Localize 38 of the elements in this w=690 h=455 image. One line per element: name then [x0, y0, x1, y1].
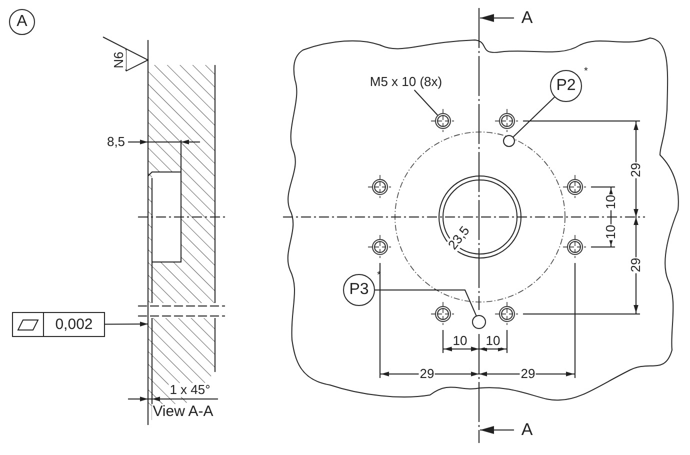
pin-hole	[503, 135, 515, 147]
threaded-hole	[499, 113, 515, 129]
dimension-value: 29	[629, 256, 643, 274]
callout-text: P3	[349, 281, 369, 299]
view-letter: A	[16, 13, 28, 31]
pin-hole	[472, 315, 486, 329]
threaded-hole	[372, 179, 388, 195]
section-letter: A	[520, 422, 534, 438]
dimension-value: 10	[604, 194, 618, 210]
threaded-hole	[372, 239, 388, 255]
footnote-mark: *	[584, 66, 588, 77]
leader-line	[104, 322, 148, 326]
threaded-hole	[435, 113, 451, 129]
position-callout	[343, 274, 375, 306]
dimension-value: 10	[604, 224, 618, 240]
threaded-hole	[499, 306, 515, 322]
leader-line	[374, 290, 477, 316]
dimension-value: 29	[418, 367, 436, 381]
flatness-tolerance-frame	[12, 312, 105, 337]
dimension-value: 29	[520, 367, 536, 381]
view-caption: View A-A	[152, 404, 214, 420]
tolerance-value: 0,002	[54, 316, 94, 333]
thread-note: M5 x 10 (8x)	[370, 74, 442, 88]
view-marker	[9, 9, 35, 35]
dimension-value: 8,5	[106, 135, 126, 149]
dimension-value: 10	[484, 334, 502, 348]
callout-text: P2	[556, 77, 576, 95]
threaded-hole	[567, 239, 583, 255]
section-letter: A	[520, 10, 534, 26]
dimension-value: 10	[452, 334, 468, 348]
chamfer-note: 1 x 45°	[168, 383, 212, 397]
leader-line	[512, 96, 555, 138]
surface-finish-value: N6	[112, 50, 126, 70]
position-callout	[550, 70, 582, 102]
leader-line	[414, 90, 438, 116]
dimension-value: 29	[629, 162, 643, 178]
threaded-hole	[567, 179, 583, 195]
threaded-hole	[435, 306, 451, 322]
